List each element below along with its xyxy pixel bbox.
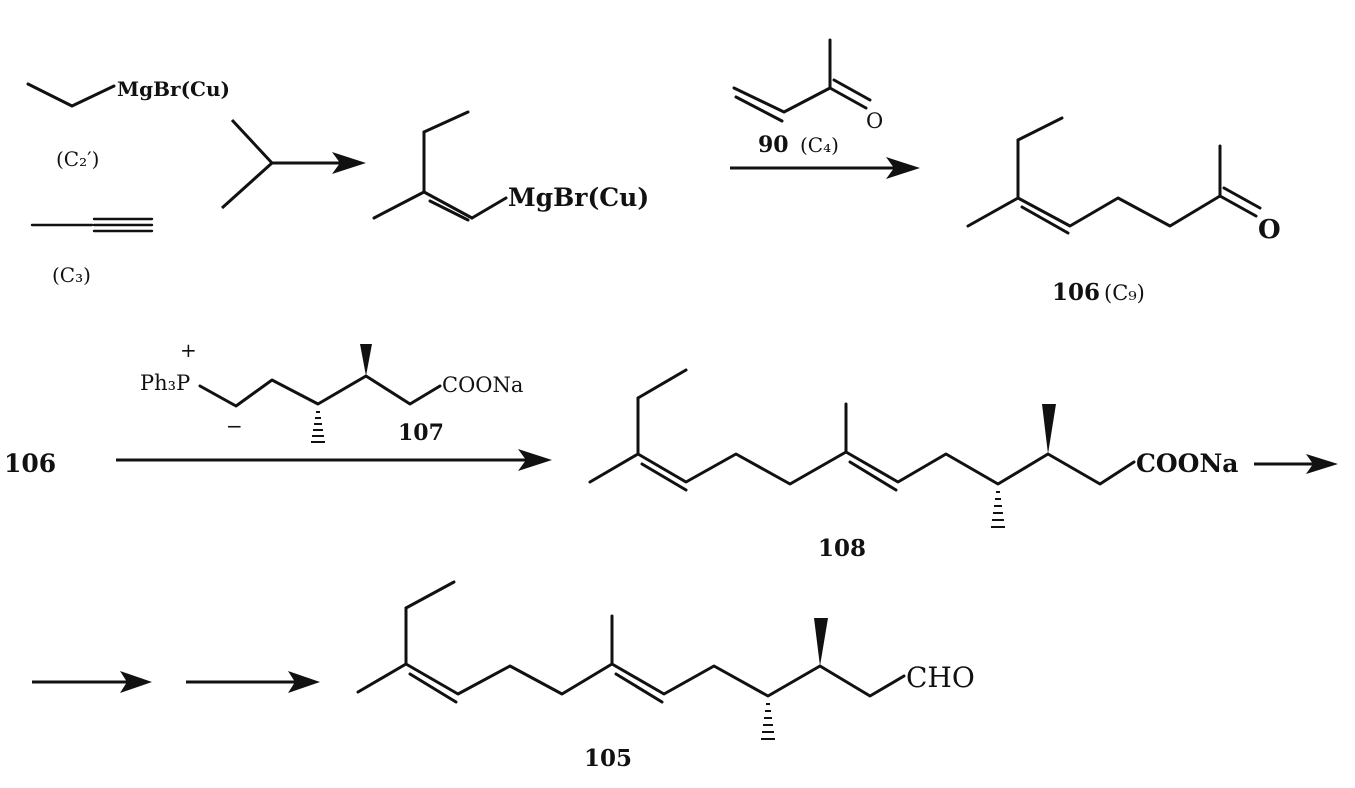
vinyl-grignard-formula: MgBr(Cu) xyxy=(508,183,649,212)
arrow-to-106 xyxy=(730,157,920,179)
start-106-label: 106 xyxy=(4,449,56,478)
acid-108-structure: COONa 108 xyxy=(588,368,1239,562)
ylide-acid-group: COONa xyxy=(442,373,523,397)
multi-step-arrow-2 xyxy=(186,671,320,693)
aldehyde-105-group: CHO xyxy=(906,661,975,694)
ylide-number: 107 xyxy=(398,420,444,446)
ylide-plus-charge: + xyxy=(180,338,197,362)
ylide-minus-charge: − xyxy=(226,414,243,438)
methyl-vinyl-ketone-structure: O 90 (C₄) xyxy=(732,38,883,158)
converging-arrow xyxy=(220,118,366,210)
ketone-106-code: (C₉) xyxy=(1104,281,1145,305)
ylide-107-structure: + Ph₃P − COONa 107 xyxy=(140,338,523,446)
arrow-after-108 xyxy=(1254,454,1338,474)
vinyl-grignard-structure: MgBr(Cu) xyxy=(372,110,649,222)
acid-108-group: COONa xyxy=(1136,449,1239,478)
ylide-phosphonium: Ph₃P xyxy=(140,371,190,395)
ketone-106-structure: O 106 (C₉) xyxy=(966,116,1281,306)
ethyl-grignard-formula: MgBr(Cu) xyxy=(117,77,230,101)
aldehyde-105-structure: CHO 105 xyxy=(356,580,975,772)
multi-step-arrow-1 xyxy=(32,671,152,693)
mvk-number: 90 xyxy=(758,132,789,158)
mvk-code: (C₄) xyxy=(800,133,839,157)
aldehyde-105-number: 105 xyxy=(584,745,632,772)
propyne-structure: (C₃) xyxy=(30,217,154,287)
acid-108-number: 108 xyxy=(818,535,866,562)
ethyl-grignard-code: (C₂′) xyxy=(56,147,99,171)
ketone-106-oxygen: O xyxy=(1258,215,1281,245)
mvk-oxygen: O xyxy=(866,109,883,133)
ketone-106-number: 106 xyxy=(1052,279,1100,306)
ethyl-grignard-structure: MgBr(Cu) (C₂′) xyxy=(26,77,230,171)
arrow-to-108 xyxy=(116,449,552,471)
propyne-code: (C₃) xyxy=(52,263,91,287)
